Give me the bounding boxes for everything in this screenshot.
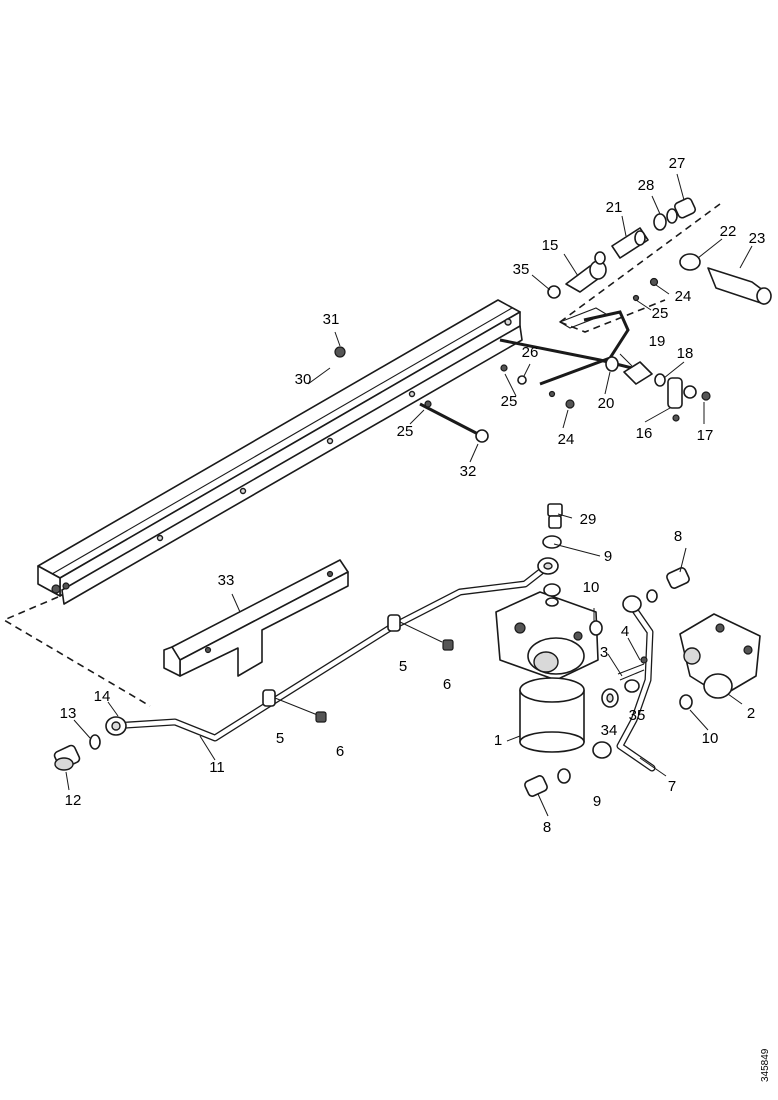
callout-23: 23: [749, 230, 766, 247]
callout-6b: 6: [443, 676, 451, 693]
callout-33: 33: [218, 572, 235, 589]
callout-35b: 35: [629, 707, 646, 724]
callout-35a: 35: [513, 261, 530, 278]
callout-21: 21: [606, 199, 623, 216]
fuel-pipe-11: [108, 562, 552, 742]
callout-30: 30: [295, 371, 312, 388]
callout-9a: 9: [604, 548, 612, 565]
callout-16: 16: [636, 425, 653, 442]
callout-26: 26: [522, 344, 539, 361]
callout-31: 31: [323, 311, 340, 328]
callout-12: 12: [65, 792, 82, 809]
callout-18: 18: [677, 345, 694, 362]
callout-24b: 24: [558, 431, 575, 448]
callout-25a: 25: [652, 305, 669, 322]
callout-19: 19: [649, 333, 666, 350]
callout-29: 29: [580, 511, 597, 528]
callout-15: 15: [542, 237, 559, 254]
callout-11: 11: [209, 759, 225, 776]
callout-3: 3: [600, 644, 608, 661]
callout-8a: 8: [674, 528, 682, 545]
bolt-6: [315, 639, 454, 723]
callout-20: 20: [598, 395, 615, 412]
callout-22: 22: [720, 223, 737, 240]
guide-lines: [2, 203, 721, 707]
callout-5a: 5: [276, 730, 284, 747]
callout-25b: 25: [501, 393, 518, 410]
callout-10a: 10: [583, 579, 600, 596]
callout-1: 1: [494, 732, 502, 749]
fuel-filter: [495, 591, 599, 753]
document-number: 345849: [760, 1048, 771, 1082]
leader-lines: [65, 173, 753, 817]
left-end-fittings: [53, 716, 127, 771]
callout-28: 28: [638, 177, 655, 194]
callout-4: 4: [621, 623, 629, 640]
callout-6a: 6: [336, 743, 344, 760]
filter-top-fittings: [537, 503, 601, 607]
callout-9b: 9: [593, 793, 601, 810]
callout-7: 7: [668, 778, 676, 795]
callout-34: 34: [601, 722, 618, 739]
pipe-clamps: [262, 614, 443, 717]
callout-5b: 5: [399, 658, 407, 675]
callout-14: 14: [94, 688, 111, 705]
callout-13: 13: [60, 705, 77, 722]
callout-10b: 10: [702, 730, 719, 747]
feed-pump: [601, 613, 761, 710]
mounting-bracket: [163, 559, 349, 677]
callout-2: 2: [747, 705, 755, 722]
fuel-pipe-7: [524, 567, 690, 797]
thin-pipe-26: [334, 307, 711, 422]
callout-8b: 8: [543, 819, 551, 836]
rail-bracket: [37, 299, 523, 605]
callout-27: 27: [669, 155, 686, 172]
callout-17: 17: [697, 427, 714, 444]
bolt-32: [419, 400, 489, 443]
callout-24a: 24: [675, 288, 692, 305]
callout-labels: 1 2 3 4 5 5 6 6 7 8 8 9 9 10 10 11 12 13…: [60, 155, 766, 836]
callout-32: 32: [460, 463, 477, 480]
callout-25c: 25: [397, 423, 414, 440]
